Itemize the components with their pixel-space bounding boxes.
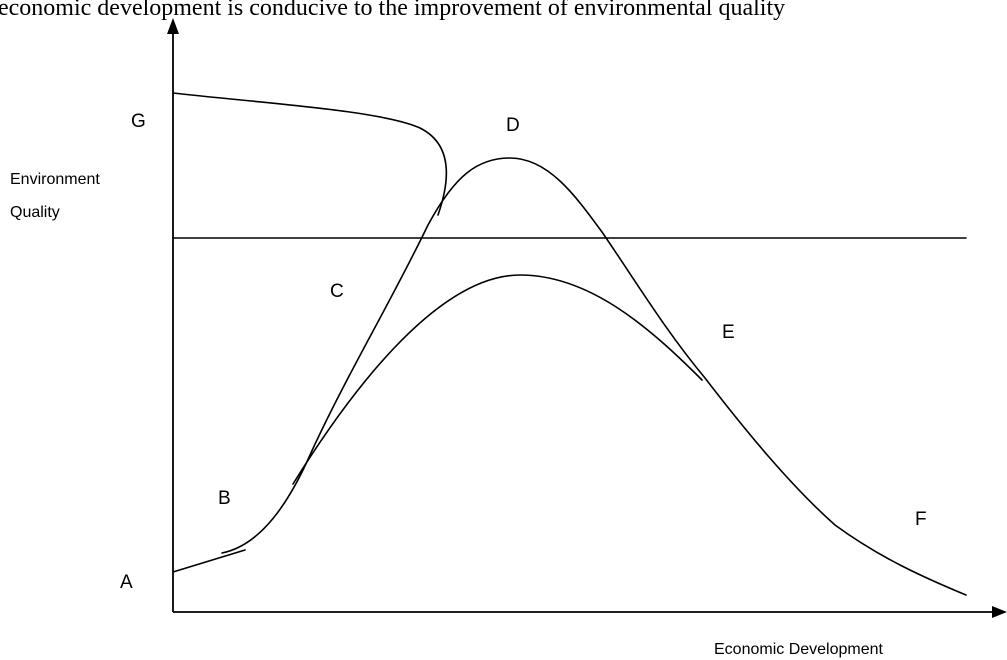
label-g: G (131, 111, 146, 132)
g-curve (172, 92, 448, 216)
x-axis-label: Economic Development (714, 641, 884, 658)
label-d: D (506, 115, 520, 136)
diagram-caption: economic development is conducive to the… (0, 0, 785, 21)
y-axis-arrowhead (167, 18, 179, 34)
upper-curve (221, 157, 967, 596)
curve-a-b (172, 549, 246, 573)
label-b: B (218, 488, 231, 509)
label-c: C (330, 281, 344, 302)
lower-curve (292, 274, 703, 485)
y-axis-label-line2: Quality (10, 204, 60, 221)
x-axis-arrowhead (992, 606, 1007, 618)
label-f: F (915, 509, 927, 530)
label-e: E (722, 322, 735, 343)
y-axis-label-line1: Environment (10, 171, 100, 188)
label-a: A (120, 572, 133, 593)
